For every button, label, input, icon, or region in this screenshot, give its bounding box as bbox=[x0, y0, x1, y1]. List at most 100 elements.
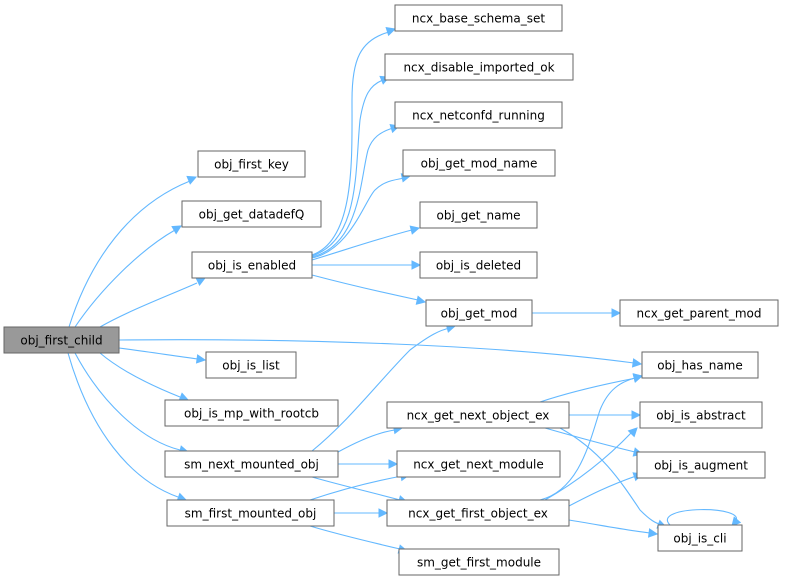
node-ncx_disable_imported_ok[interactable]: ncx_disable_imported_ok bbox=[384, 53, 574, 81]
edge-line bbox=[666, 509, 738, 526]
edge-obj_first_child-to-sm_first_mounted_obj bbox=[67, 352, 188, 502]
node-box[interactable] bbox=[386, 401, 570, 429]
node-box[interactable] bbox=[419, 201, 538, 229]
node-box[interactable] bbox=[657, 524, 743, 552]
node-box[interactable] bbox=[619, 299, 779, 327]
node-label: obj_is_cli bbox=[673, 532, 726, 546]
node-sm_first_mounted_obj[interactable]: sm_first_mounted_obj bbox=[166, 499, 335, 527]
node-obj_is_augment[interactable]: obj_is_augment bbox=[636, 451, 766, 479]
node-box[interactable] bbox=[425, 299, 533, 327]
edge-line bbox=[311, 229, 413, 261]
node-obj_is_cli[interactable]: obj_is_cli bbox=[657, 524, 743, 552]
node-label: obj_get_datadefQ bbox=[199, 208, 305, 222]
node-label: ncx_get_next_module bbox=[413, 458, 544, 472]
node-label: obj_first_child bbox=[20, 334, 102, 348]
edge-obj_is_enabled-to-obj_get_name bbox=[311, 225, 421, 261]
edge-ncx_get_first_object_ex-to-obj_is_abstract bbox=[544, 427, 638, 501]
arrowhead bbox=[627, 427, 638, 438]
node-obj_get_mod_name[interactable]: obj_get_mod_name bbox=[402, 149, 556, 177]
edge-sm_first_mounted_obj-to-sm_get_first_module bbox=[309, 525, 409, 554]
node-label: sm_get_first_module bbox=[417, 556, 541, 570]
edge-obj_first_child-to-obj_first_key bbox=[68, 175, 198, 328]
arrowhead bbox=[415, 295, 427, 305]
node-obj_get_name[interactable]: obj_get_name bbox=[419, 201, 538, 229]
node-box[interactable] bbox=[164, 450, 339, 478]
edge-line bbox=[311, 127, 394, 258]
edge-sm_next_mounted_obj-to-ncx_get_next_module bbox=[337, 459, 399, 469]
edge-sm_next_mounted_obj-to-ncx_get_next_object_ex bbox=[337, 424, 404, 453]
edge-line bbox=[539, 377, 637, 403]
edge-ncx_get_next_object_ex-to-obj_is_abstract bbox=[569, 410, 642, 420]
node-ncx_get_next_module[interactable]: ncx_get_next_module bbox=[396, 450, 561, 478]
edge-obj_get_mod-to-ncx_get_parent_mod bbox=[532, 308, 622, 318]
arrowhead bbox=[195, 277, 207, 287]
node-box[interactable] bbox=[419, 251, 538, 279]
edge-line bbox=[539, 377, 636, 501]
node-box[interactable] bbox=[386, 499, 570, 527]
node-ncx_base_schema_set[interactable]: ncx_base_schema_set bbox=[394, 4, 563, 32]
node-box[interactable] bbox=[164, 399, 339, 427]
arrowhead bbox=[411, 260, 422, 270]
edge-line bbox=[311, 327, 451, 452]
node-box[interactable] bbox=[384, 53, 574, 81]
node-box[interactable] bbox=[402, 149, 556, 177]
arrowhead bbox=[631, 410, 642, 420]
node-label: obj_get_name bbox=[436, 209, 520, 223]
node-label: ncx_netconfd_running bbox=[412, 109, 545, 123]
node-box[interactable] bbox=[191, 251, 313, 279]
edge-line bbox=[544, 431, 633, 501]
node-label: obj_get_mod bbox=[441, 307, 518, 321]
node-label: obj_is_augment bbox=[654, 459, 748, 473]
node-box[interactable] bbox=[636, 451, 766, 479]
edge-obj_is_enabled-to-ncx_base_schema_set bbox=[311, 26, 397, 256]
node-obj_has_name[interactable]: obj_has_name bbox=[641, 351, 759, 379]
node-ncx_get_first_object_ex[interactable]: ncx_get_first_object_ex bbox=[386, 499, 570, 527]
node-obj_is_list[interactable]: obj_is_list bbox=[205, 351, 297, 379]
edge-line bbox=[311, 476, 401, 501]
edge-obj_first_child-to-obj_is_enabled bbox=[99, 277, 207, 328]
node-box[interactable] bbox=[639, 401, 763, 429]
node-obj_is_mp_with_rootcb[interactable]: obj_is_mp_with_rootcb bbox=[164, 399, 339, 427]
edge-line bbox=[311, 274, 419, 301]
node-obj_first_key[interactable]: obj_first_key bbox=[197, 150, 306, 178]
node-box[interactable] bbox=[197, 150, 306, 178]
edge-ncx_get_next_object_ex-to-obj_has_name bbox=[539, 373, 644, 403]
arrowhead bbox=[632, 373, 644, 383]
arrowhead bbox=[631, 358, 643, 368]
node-box[interactable] bbox=[398, 548, 560, 576]
arrowhead bbox=[409, 225, 421, 235]
node-box[interactable] bbox=[394, 4, 563, 32]
node-label: obj_is_list bbox=[222, 359, 280, 373]
node-label: obj_is_mp_with_rootcb bbox=[184, 407, 319, 421]
node-box[interactable] bbox=[3, 326, 120, 354]
node-obj_is_deleted[interactable]: obj_is_deleted bbox=[419, 251, 538, 279]
node-label: sm_first_mounted_obj bbox=[185, 507, 317, 521]
node-box[interactable] bbox=[394, 101, 563, 129]
node-obj_first_child[interactable]: obj_first_child bbox=[3, 326, 120, 354]
node-box[interactable] bbox=[205, 351, 297, 379]
node-ncx_get_parent_mod[interactable]: ncx_get_parent_mod bbox=[619, 299, 779, 327]
node-obj_is_enabled[interactable]: obj_is_enabled bbox=[191, 251, 313, 279]
edge-line bbox=[68, 180, 191, 328]
nodes-layer: obj_first_child obj_first_key obj_get_data… bbox=[3, 4, 779, 576]
edge-ncx_get_first_object_ex-to-obj_is_cli bbox=[568, 519, 659, 538]
edge-line bbox=[118, 339, 635, 364]
node-obj_get_mod[interactable]: obj_get_mod bbox=[425, 299, 533, 327]
node-box[interactable] bbox=[166, 499, 335, 527]
node-label: sm_next_mounted_obj bbox=[184, 458, 319, 472]
node-ncx_netconfd_running[interactable]: ncx_netconfd_running bbox=[394, 101, 563, 129]
arrowhead bbox=[385, 26, 397, 37]
edge-obj_is_enabled-to-obj_is_deleted bbox=[311, 260, 422, 270]
edge-obj_first_child-to-obj_is_list bbox=[118, 347, 207, 364]
node-obj_get_datadefQ[interactable]: obj_get_datadefQ bbox=[181, 200, 322, 228]
edge-line bbox=[544, 427, 636, 453]
node-ncx_get_next_object_ex[interactable]: ncx_get_next_object_ex bbox=[386, 401, 570, 429]
node-obj_is_abstract[interactable]: obj_is_abstract bbox=[639, 401, 763, 429]
edge-line bbox=[118, 347, 199, 360]
node-box[interactable] bbox=[641, 351, 759, 379]
node-sm_get_first_module[interactable]: sm_get_first_module bbox=[398, 548, 560, 576]
node-sm_next_mounted_obj[interactable]: sm_next_mounted_obj bbox=[164, 450, 339, 478]
node-box[interactable] bbox=[181, 200, 322, 228]
node-box[interactable] bbox=[396, 450, 561, 478]
